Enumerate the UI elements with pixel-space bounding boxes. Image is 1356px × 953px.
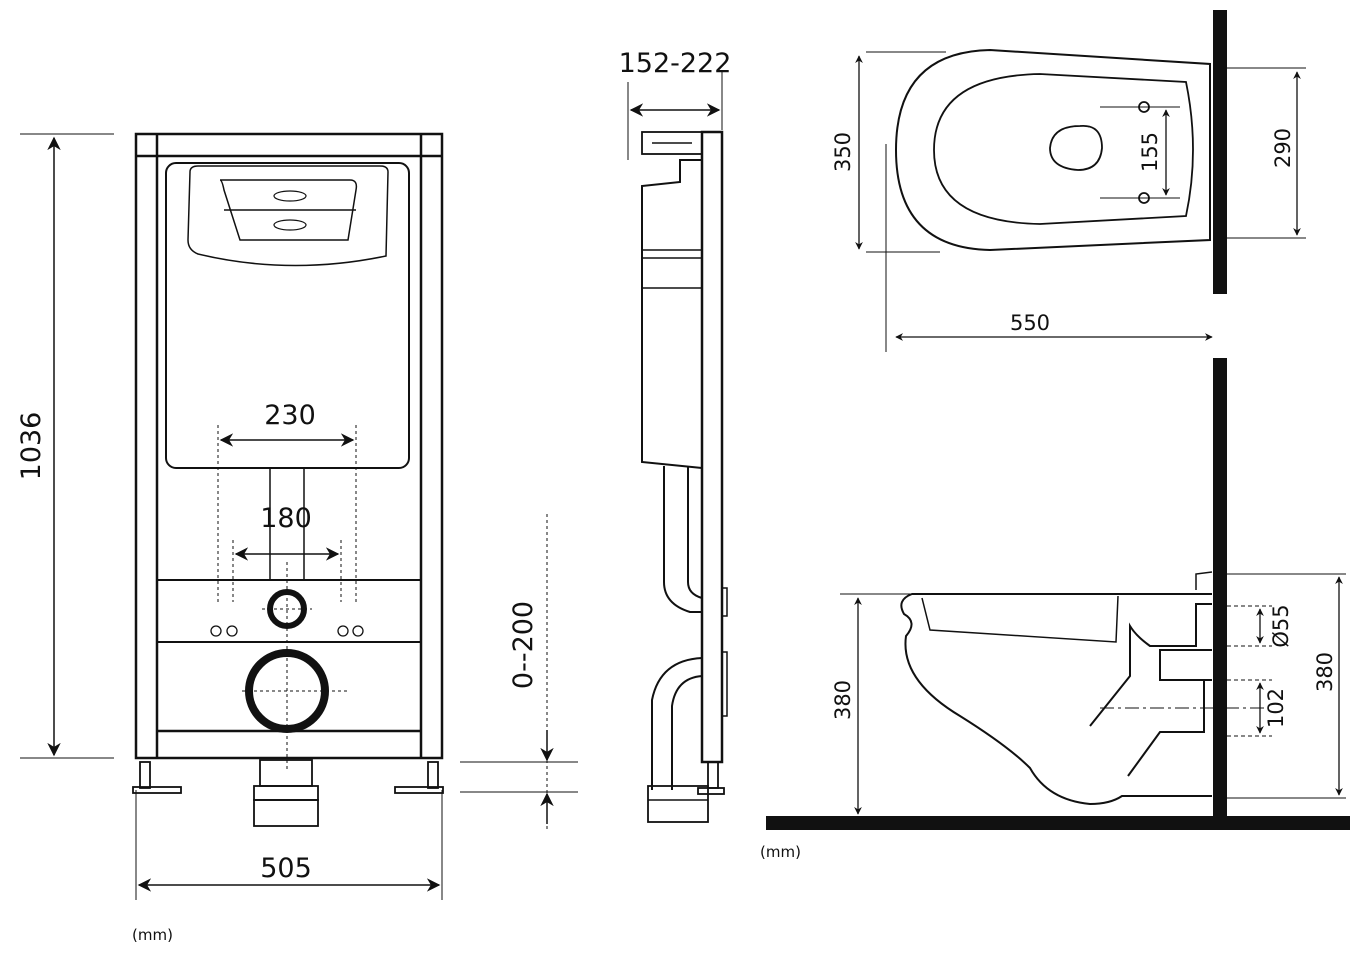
dimension-wall-plate: 290 <box>1271 128 1295 168</box>
dimension-depth: 152-222 <box>619 48 732 79</box>
bowl-outline-top <box>894 48 1211 252</box>
dimension-projection: 550 <box>1010 311 1050 335</box>
profile-view <box>840 571 1346 815</box>
dimension-hole-spacing: 155 <box>1138 132 1162 172</box>
unit-label-profile: (mm) <box>760 843 801 861</box>
centerlines <box>217 425 548 832</box>
frame-feet <box>132 761 444 794</box>
bowl-inner-top <box>933 73 1194 225</box>
side-waste-pipe <box>651 657 703 790</box>
bowl-profile-inner <box>921 595 1119 643</box>
flush-plate-outline <box>187 165 389 267</box>
wall-bracket <box>1195 571 1213 590</box>
flush-buttons <box>219 179 358 241</box>
side-connector <box>647 785 709 823</box>
wall-and-floor <box>766 10 1350 830</box>
top-view <box>855 48 1306 352</box>
dimension-water-inlet: Ø55 <box>1269 604 1293 647</box>
unit-label-front: (mm) <box>132 926 173 944</box>
dimension-bolt-spacing: 180 <box>260 503 312 534</box>
dimension-bowl-width: 350 <box>831 132 855 172</box>
front-view <box>20 132 578 900</box>
side-foot <box>707 761 719 789</box>
wall-upper <box>1213 10 1227 294</box>
dimension-adjust: 0--200 <box>508 601 539 689</box>
bowl-drain-top <box>1049 125 1103 171</box>
waste-connector <box>253 759 319 827</box>
extension-lines <box>20 133 578 900</box>
dimension-height: 1036 <box>16 412 47 481</box>
dimension-outlet-height: 380 <box>1313 652 1337 692</box>
floor <box>766 816 1350 830</box>
dimension-width: 505 <box>260 853 312 884</box>
dimension-outlet: 102 <box>1264 688 1288 728</box>
side-cistern <box>641 159 703 469</box>
side-flush-pipe <box>663 466 703 613</box>
dimension-rim-height: 380 <box>831 680 855 720</box>
profile-extension-lines <box>840 573 1346 799</box>
bowl-trap <box>1089 603 1212 777</box>
side-view <box>627 72 728 823</box>
side-frame <box>700 130 724 764</box>
frame-outline <box>134 132 444 760</box>
dimension-arrows <box>47 136 554 892</box>
dimension-flush-plate: 230 <box>264 400 316 431</box>
top-extension-lines <box>866 51 1306 352</box>
bowl-profile-outer <box>900 593 1212 806</box>
side-top-bracket <box>641 131 703 155</box>
mounting-bar <box>156 579 422 643</box>
wall-lower <box>1213 358 1227 830</box>
